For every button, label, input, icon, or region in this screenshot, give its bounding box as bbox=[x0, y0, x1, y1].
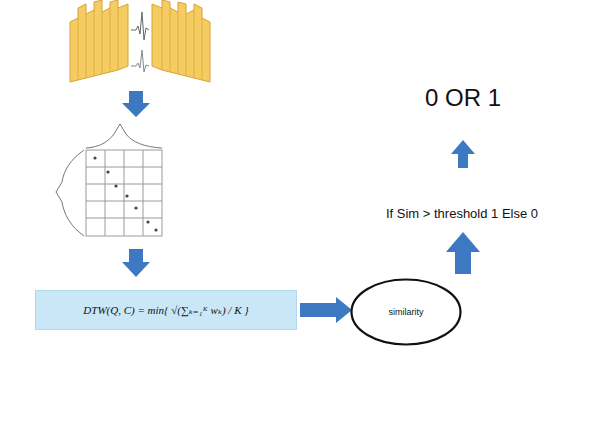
formula-box: DTW(Q, C) = min{ √(∑ₖ₌₁ᴷ wₖ) / K } bbox=[35, 290, 297, 330]
threshold-rule: If Sim > threshold 1 Else 0 bbox=[386, 206, 538, 221]
ecg-illustration bbox=[70, 0, 210, 82]
output-value: 0 OR 1 bbox=[425, 84, 501, 112]
up-arrow bbox=[446, 232, 480, 274]
warping-path bbox=[93, 156, 157, 231]
block-arrow bbox=[300, 297, 352, 323]
dtw-matrix bbox=[56, 124, 162, 236]
down-arrow bbox=[122, 91, 150, 117]
similarity-ellipse: similarity bbox=[350, 278, 462, 346]
node-text: similarity bbox=[389, 307, 424, 317]
down-arrow bbox=[122, 249, 150, 277]
node-text: DTW(Q, C) = min{ √(∑ₖ₌₁ᴷ wₖ) / K } bbox=[83, 304, 248, 317]
up-arrow bbox=[451, 140, 475, 168]
